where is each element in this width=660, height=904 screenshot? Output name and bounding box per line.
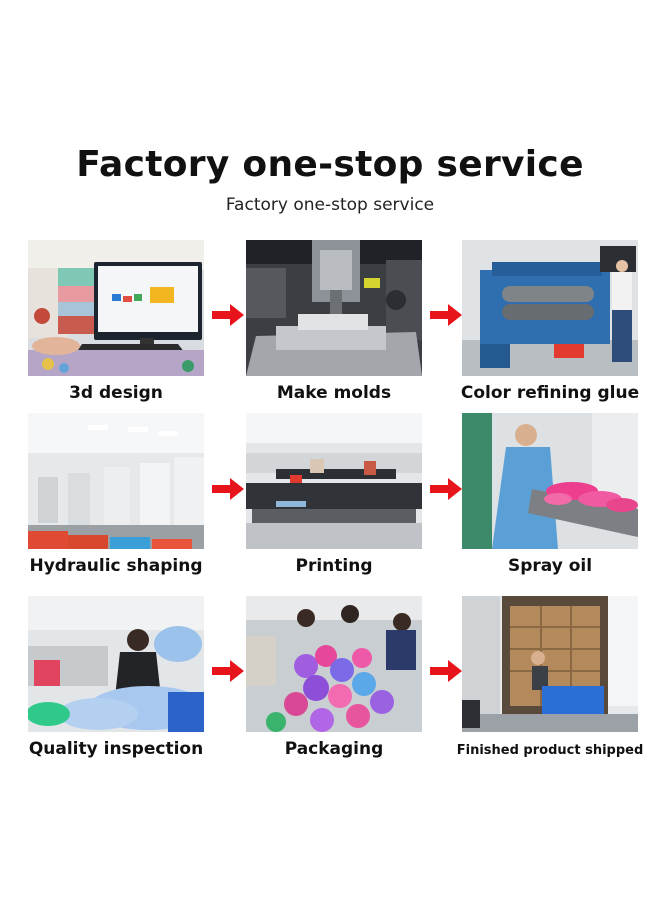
- right-arrow-icon: [212, 478, 244, 500]
- step-label: Make molds: [276, 383, 392, 403]
- photo-spray-oil: [462, 413, 638, 549]
- step-label: Spray oil: [507, 556, 593, 576]
- photo-color-refining-glue: [462, 240, 638, 376]
- right-arrow-icon: [212, 660, 244, 682]
- photo-printing: [246, 413, 422, 549]
- step-label: Printing: [295, 556, 373, 576]
- photo-finished-product-shipped: [462, 596, 638, 732]
- photo-hydraulic-shaping: [28, 413, 204, 549]
- photo-3d-design: [28, 240, 204, 376]
- photo-packaging: [246, 596, 422, 732]
- workshop-photo: [28, 413, 204, 549]
- step-label: 3d design: [69, 383, 163, 403]
- right-arrow-icon: [430, 304, 462, 326]
- photo-quality-inspection: [28, 596, 204, 732]
- right-arrow-icon: [212, 304, 244, 326]
- right-arrow-icon: [430, 478, 462, 500]
- inspection-photo: [28, 596, 204, 732]
- right-arrow-icon: [430, 660, 462, 682]
- printing-floor-photo: [246, 413, 422, 549]
- page-title: Factory one-stop service: [76, 144, 584, 185]
- packaging-photo: [246, 596, 422, 732]
- shipping-container-photo: [462, 596, 638, 732]
- step-label: Packaging: [284, 739, 384, 759]
- page-subtitle: Factory one-stop service: [225, 195, 435, 215]
- spray-line-photo: [462, 413, 638, 549]
- rubber-mill-photo: [462, 240, 638, 376]
- cnc-machine-photo: [246, 240, 422, 376]
- photo-make-molds: [246, 240, 422, 376]
- step-label: Quality inspection: [28, 739, 204, 759]
- step-label: Hydraulic shaping: [29, 556, 203, 576]
- step-label: Color refining glue: [460, 383, 640, 403]
- design-office-photo: [28, 240, 204, 376]
- step-label: Finished product shipped: [456, 743, 644, 758]
